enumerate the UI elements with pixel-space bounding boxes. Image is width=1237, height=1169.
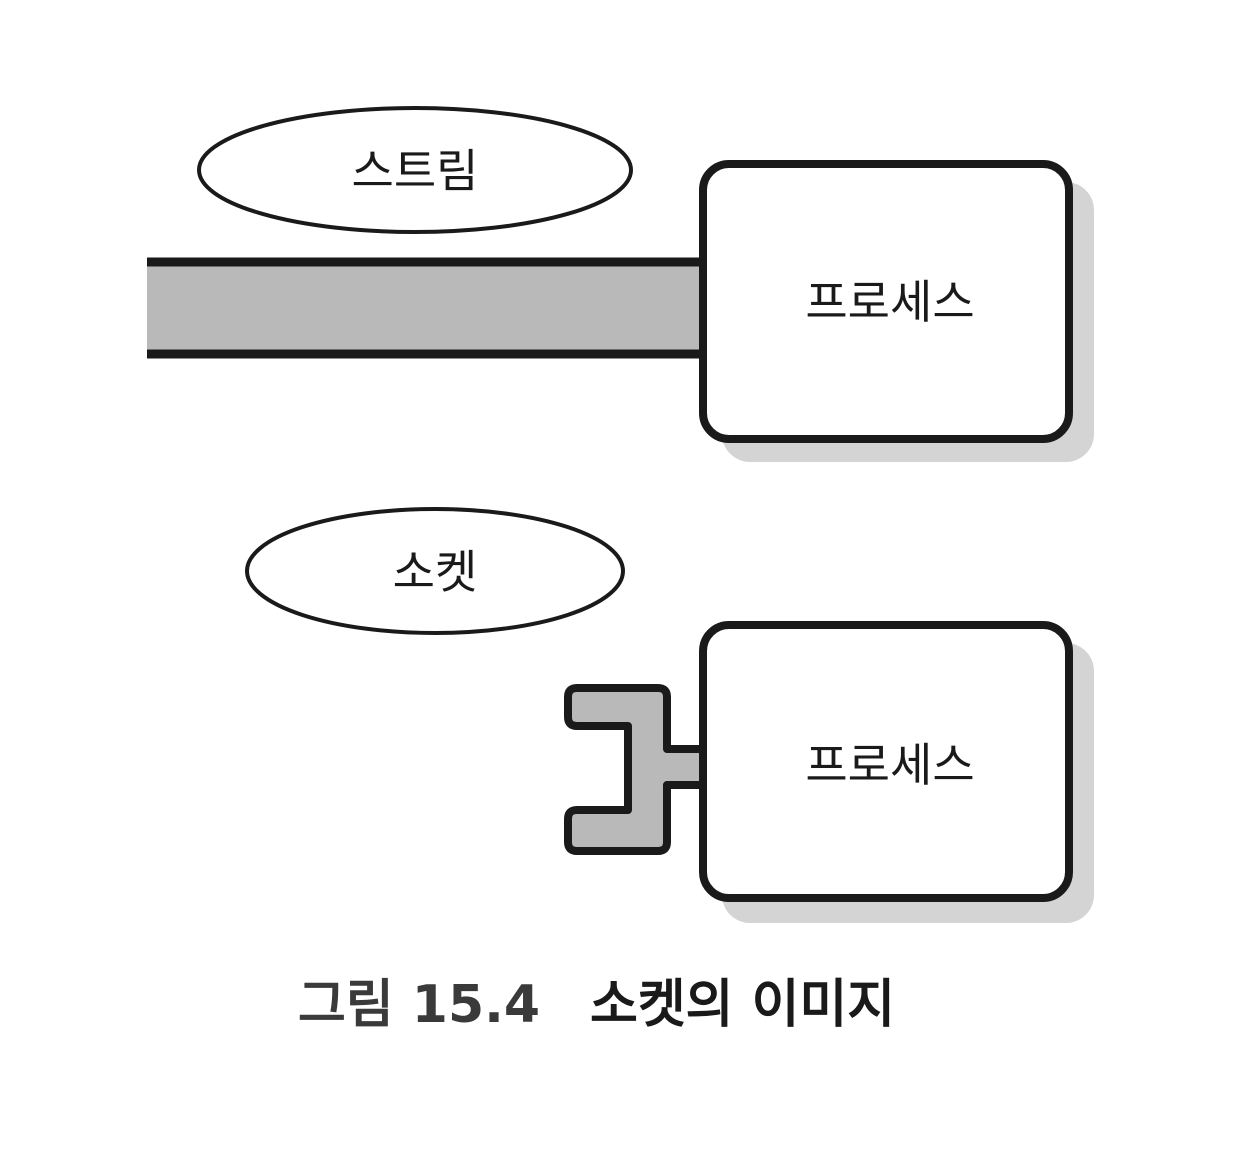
stream-ellipse — [197, 106, 633, 234]
socket-connector — [564, 684, 709, 855]
process-box-bottom-frame — [699, 621, 1073, 902]
caption-number: 그림 15.4 — [298, 975, 540, 1035]
stream-label: 스트림 — [352, 144, 479, 198]
process-top-label: 프로세스 — [805, 275, 974, 329]
stream-group: 스트림 — [147, 106, 707, 359]
process-box-top: 프로세스 — [699, 160, 1094, 462]
process-box-top-frame — [699, 160, 1073, 443]
figure-caption: 그림 15.4 소켓의 이미지 — [298, 975, 895, 1035]
socket-label: 소켓 — [393, 545, 478, 599]
socket-group: 소켓 — [245, 507, 709, 855]
stream-pipe — [147, 262, 707, 354]
socket-ellipse — [245, 507, 625, 635]
caption-title: 소켓의 이미지 — [590, 975, 895, 1035]
process-box-bottom: 프로세스 — [699, 621, 1094, 923]
process-bottom-label: 프로세스 — [805, 738, 974, 792]
